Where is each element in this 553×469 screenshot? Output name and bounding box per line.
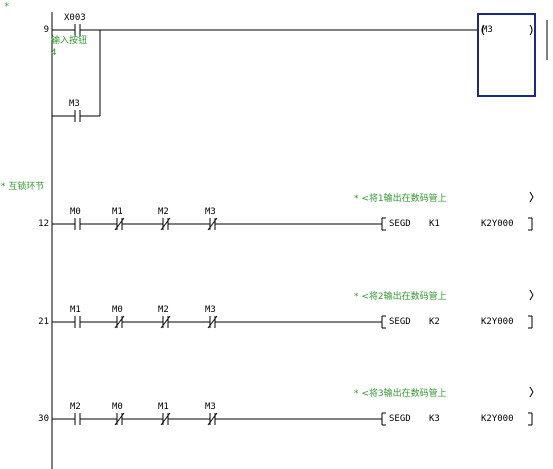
contact-label: M1 [158, 402, 169, 412]
step-number: 30 [38, 414, 49, 424]
instruction-source: K2 [429, 317, 440, 327]
selection-cursor[interactable] [477, 13, 536, 97]
nc-slash-3 [207, 315, 218, 329]
contact-label: M0 [112, 305, 123, 315]
section-comment: * 互锁环节 [1, 182, 45, 192]
instruction-name: SEGD [389, 317, 411, 327]
instruction-destination: K2Y000 [481, 219, 514, 229]
instruction-source: K1 [429, 219, 440, 229]
contact-label: M1 [112, 207, 123, 217]
contact-label: M2 [158, 207, 169, 217]
contact-label: M1 [70, 305, 81, 315]
nc-slash-3 [207, 217, 218, 231]
instruction-destination: K2Y000 [481, 414, 514, 424]
device-comment-extra: 4 [51, 48, 57, 58]
contact-label: M3 [205, 207, 216, 217]
top-marker: * [4, 2, 10, 12]
contact-label-x003: X003 [64, 13, 86, 23]
nc-slash-2 [160, 412, 171, 426]
step-number: 12 [38, 219, 49, 229]
device-comment: 输入按钮 [51, 36, 88, 46]
rung-9[interactable] [52, 13, 536, 122]
contact-label: M2 [70, 402, 81, 412]
step-number: 9 [43, 25, 49, 35]
nc-slash-2 [160, 315, 171, 329]
step-number: 21 [38, 317, 49, 327]
nc-slash-1 [114, 412, 125, 426]
contact-label-m3: M3 [69, 99, 80, 109]
contact-label: M2 [158, 305, 169, 315]
instruction-destination: K2Y000 [481, 317, 514, 327]
contact-label: M3 [205, 305, 216, 315]
rung-comment: * <将2输出在数码管上 [354, 292, 447, 302]
coil-label: M3 [482, 25, 493, 35]
coil-right [529, 24, 533, 36]
contact-label: M3 [205, 402, 216, 412]
instruction-source: K3 [429, 414, 440, 424]
contact-label: M0 [112, 402, 123, 412]
nc-slash-3 [207, 412, 218, 426]
contact-label: M0 [70, 207, 81, 217]
nc-slash-1 [114, 315, 125, 329]
rung-comment: * <将1输出在数码管上 [354, 194, 447, 204]
instruction-name: SEGD [389, 414, 411, 424]
coil-left [481, 24, 485, 36]
nc-slash-1 [114, 217, 125, 231]
rung-comment: * <将3输出在数码管上 [354, 389, 447, 399]
nc-slash-2 [160, 217, 171, 231]
instruction-name: SEGD [389, 219, 411, 229]
